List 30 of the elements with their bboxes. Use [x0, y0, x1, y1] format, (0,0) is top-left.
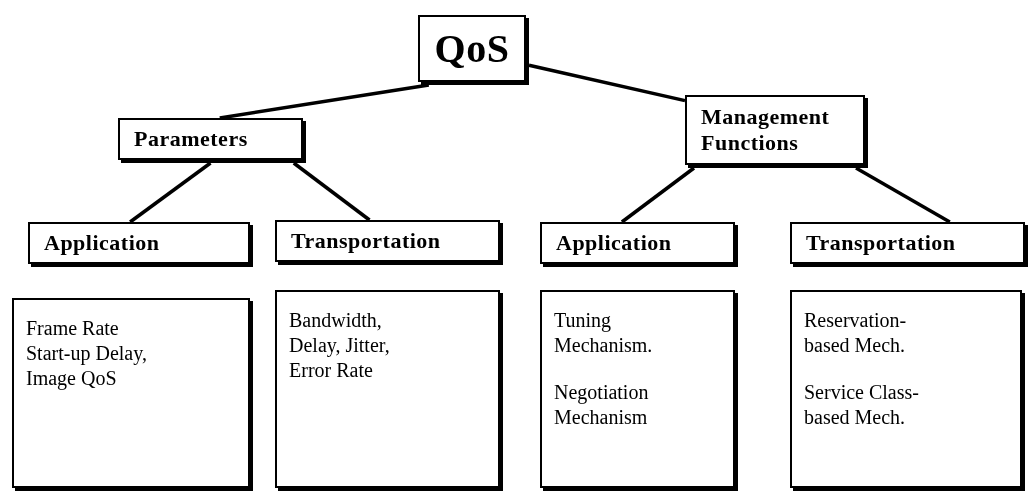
detail-box — [275, 290, 500, 488]
category-box — [118, 118, 303, 160]
detail-text: Bandwidth, Delay, Jitter, Error Rate — [289, 308, 391, 383]
connector-line — [129, 161, 212, 224]
connector-line — [292, 161, 371, 222]
detail-text: Tuning Mechanism. — [554, 308, 654, 358]
detail-box — [12, 298, 250, 488]
detail-text: Negotiation Mechanism — [554, 380, 650, 430]
category-box — [790, 222, 1025, 264]
detail-text: Frame Rate Start-up Delay, Image QoS — [26, 316, 148, 391]
connector-line — [620, 166, 696, 224]
detail-box — [790, 290, 1022, 488]
root-box — [418, 15, 526, 82]
category-box — [275, 220, 500, 262]
connector-line — [855, 166, 951, 224]
detail-box — [540, 290, 735, 488]
connector-line — [219, 83, 430, 120]
detail-text: Service Class-based Mech. — [804, 380, 920, 430]
category-box — [28, 222, 250, 264]
category-box — [685, 95, 865, 165]
box-label: Parameters — [134, 125, 248, 153]
detail-text: Reservation-based Mech. — [804, 308, 908, 358]
box-label: Transportation — [806, 229, 956, 257]
box-label: Application — [556, 229, 672, 257]
box-label: QoS — [434, 24, 510, 73]
box-label: Management Functions — [701, 103, 831, 157]
box-label: Transportation — [291, 227, 441, 255]
category-box — [540, 222, 735, 264]
connector-line — [528, 63, 686, 103]
box-label: Application — [44, 229, 160, 257]
